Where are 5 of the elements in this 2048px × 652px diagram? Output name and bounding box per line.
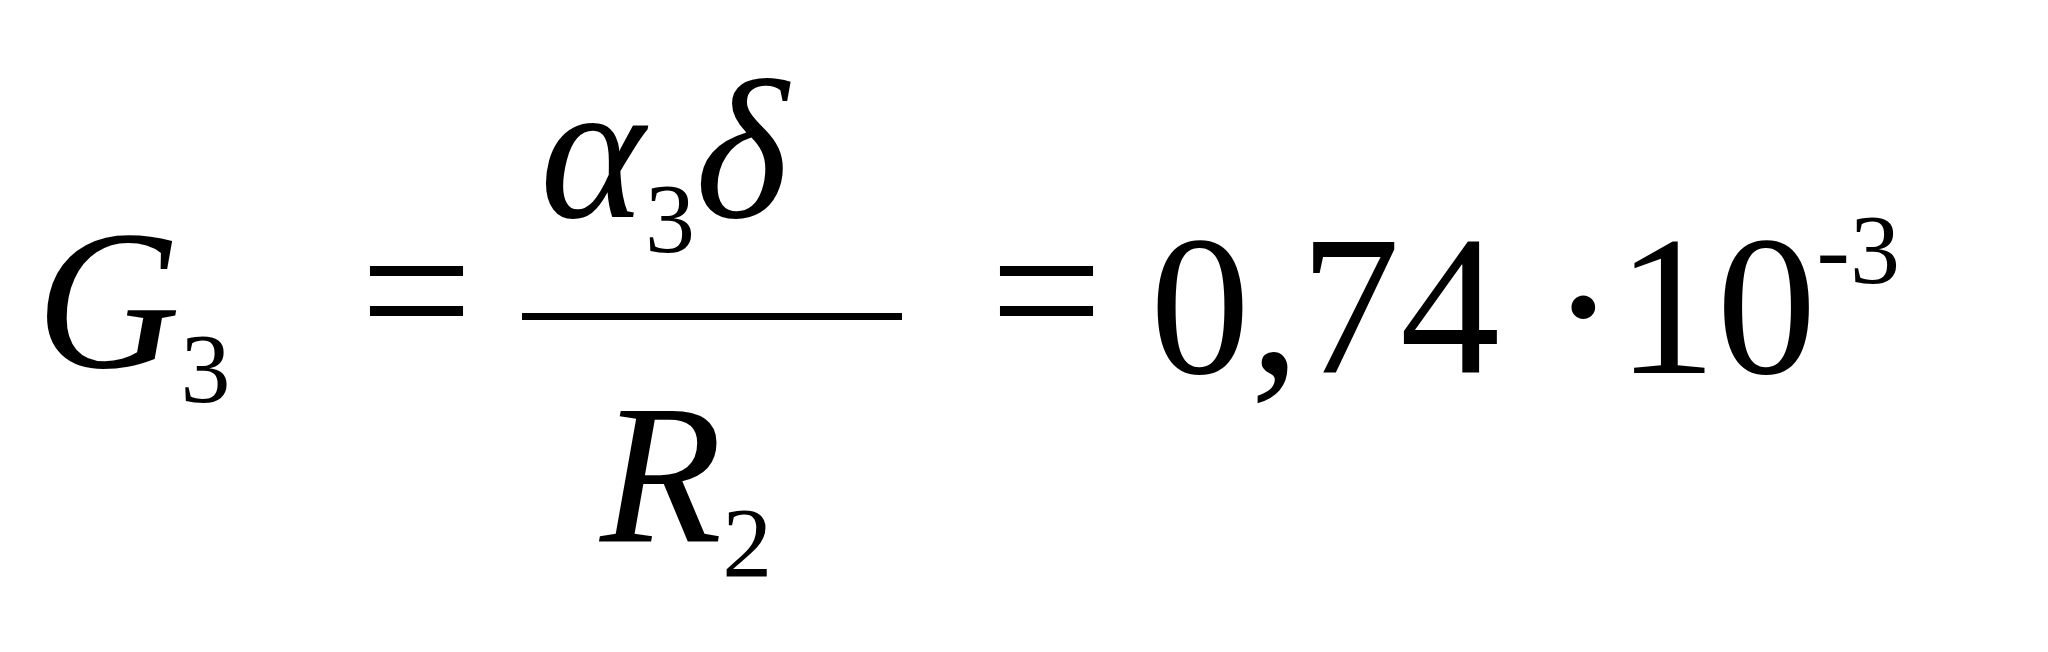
equals-sign: = <box>990 190 1103 390</box>
equals-sign: = <box>360 190 473 390</box>
fraction-denominator: R$_{2}$ <box>600 374 773 593</box>
numeric-value: 0,74 ·10$^{-3}$ <box>1150 200 1900 406</box>
variable-symbol: G$_{3}$ <box>36 200 231 419</box>
